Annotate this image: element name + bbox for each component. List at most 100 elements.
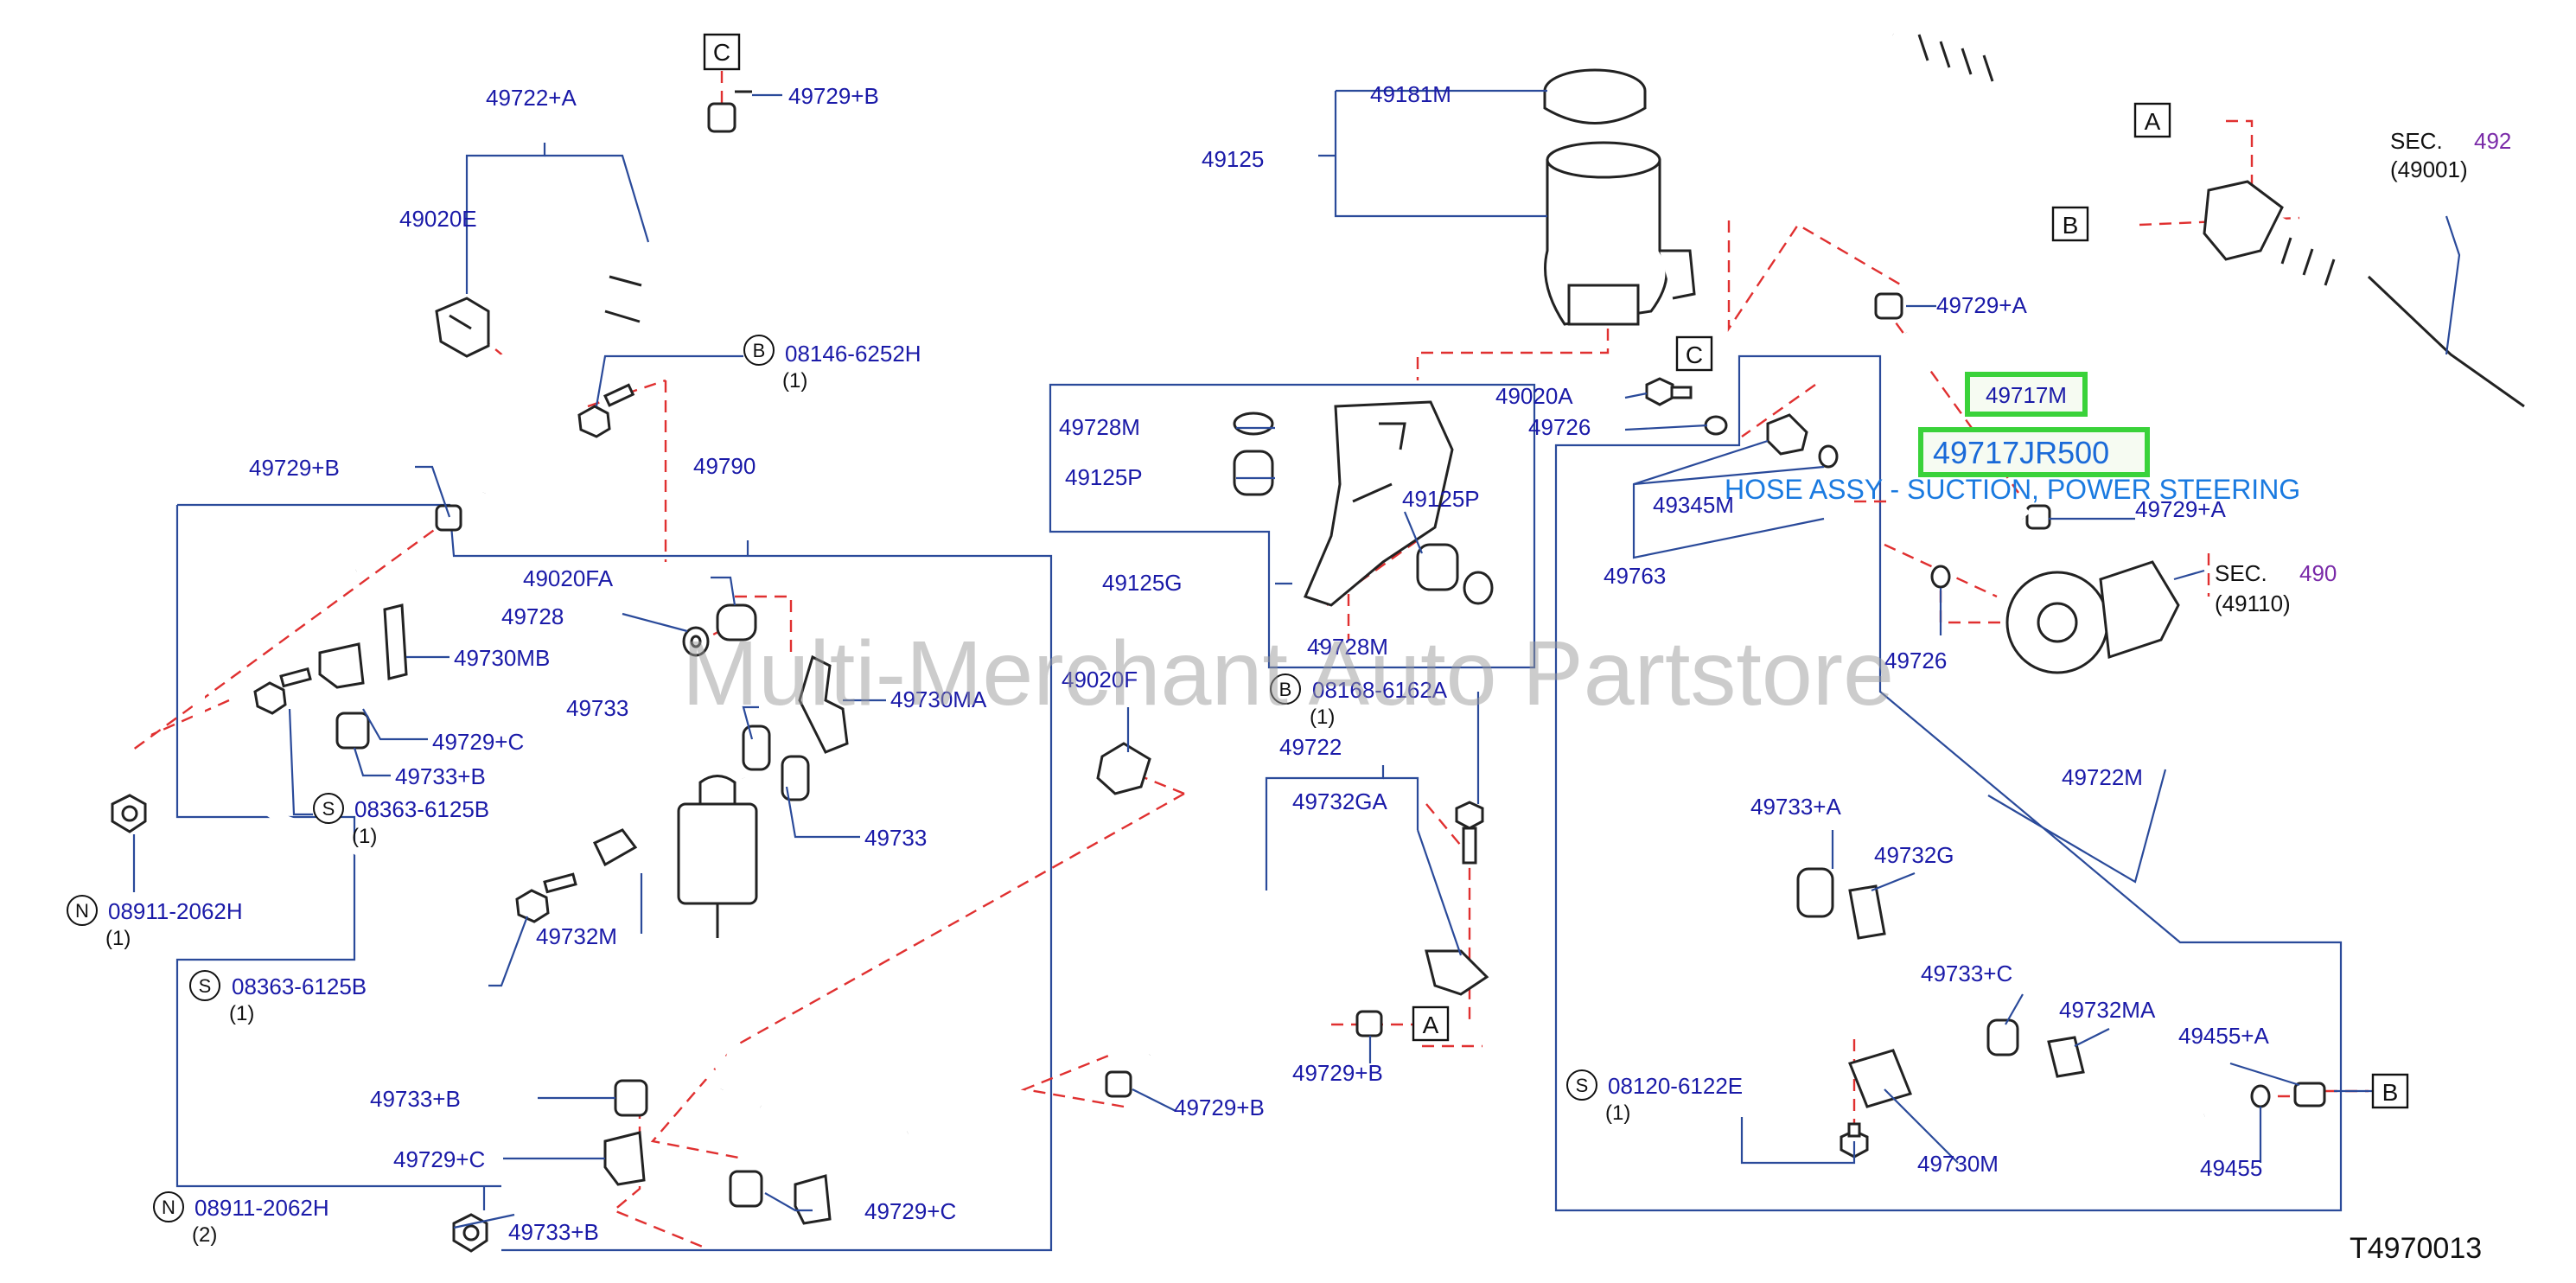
hose-49722a-drawing: [473, 125, 731, 495]
label-49730m[interactable]: 49730M: [1917, 1151, 1999, 1177]
label-49020f[interactable]: 49020F: [1062, 667, 1138, 693]
hose-49722-drawing: [1141, 852, 1434, 1063]
label-49730ma[interactable]: 49730MA: [890, 686, 987, 712]
label-49125[interactable]: 49125: [1202, 146, 1264, 172]
label-49790[interactable]: 49790: [693, 453, 756, 479]
label-49729b-mid[interactable]: 49729+B: [1292, 1060, 1383, 1086]
label-49726-b[interactable]: 49726: [1884, 648, 1947, 673]
label-49729c-b[interactable]: 49729+C: [393, 1146, 485, 1172]
sec-492-prefix: SEC.: [2390, 128, 2443, 154]
clip-49733b-b: [614, 1079, 648, 1117]
box-letter-c-mid: C: [1686, 341, 1703, 368]
pump-49110: [2005, 560, 2180, 674]
label-49733b-a[interactable]: 49733+B: [395, 763, 486, 789]
label-08363-6125b-a[interactable]: 08363-6125B: [354, 796, 489, 822]
diagram-code: T4970013: [2350, 1232, 2482, 1265]
grommet-49125p-b: [1416, 543, 1459, 591]
clamp-49729b-mid: [1355, 1010, 1383, 1037]
washer-49728m-b: [1463, 571, 1494, 605]
label-49125p-b[interactable]: 49125P: [1402, 486, 1480, 512]
washer-49728m-a: [1233, 412, 1274, 436]
label-49020e[interactable]: 49020E: [399, 206, 477, 232]
qty-08146-6252h: (1): [782, 369, 807, 393]
label-49733b-b[interactable]: 49733+B: [370, 1086, 461, 1112]
label-49733-b[interactable]: 49733: [864, 825, 927, 851]
bracket-49125g: [1303, 400, 1454, 607]
label-49722a[interactable]: 49722+A: [486, 85, 577, 111]
clamp-49732g: [1848, 884, 1886, 940]
highlighted-part: 49717M 49717JR500 HOSE ASSY - SUCTION, P…: [1725, 372, 2300, 505]
label-49722[interactable]: 49722: [1279, 734, 1342, 760]
label-49729c-a[interactable]: 49729+C: [432, 729, 524, 755]
label-49728m-b[interactable]: 49728M: [1307, 634, 1388, 660]
label-08120-6122e[interactable]: 08120-6122E: [1608, 1073, 1743, 1099]
sec-490-ref: (49110): [2215, 590, 2291, 616]
label-49455[interactable]: 49455: [2200, 1155, 2262, 1181]
sec-492-ref: (49001): [2390, 156, 2468, 182]
group-outlines: [175, 354, 2343, 1252]
label-08911-2062h-b[interactable]: 08911-2062H: [194, 1195, 329, 1221]
label-49729b-left[interactable]: 49729+B: [249, 455, 340, 481]
label-49729a-a[interactable]: 49729+A: [1936, 292, 2027, 318]
clip-49020f: [1096, 742, 1151, 795]
part-labels: 49722+A 49729+B 49020E 08146-6252H (1) 4…: [105, 81, 2269, 1247]
bolt-08168-6162a: [1455, 801, 1484, 865]
nut-08911-a: [111, 794, 147, 833]
label-49733a[interactable]: 49733+A: [1750, 794, 1841, 820]
box-letter-a-mid: A: [1423, 1012, 1439, 1038]
label-08168-6162a[interactable]: 08168-6162A: [1312, 677, 1448, 703]
clip-49729c-c: [794, 1174, 832, 1225]
label-49733b-c[interactable]: 49733+B: [508, 1219, 599, 1245]
qty-08120-6122e: (1): [1605, 1101, 1630, 1125]
label-49020fa[interactable]: 49020FA: [523, 565, 614, 591]
qty-08363-6125b-a: (1): [352, 825, 377, 848]
label-49181m[interactable]: 49181M: [1370, 81, 1451, 107]
grommet-49125p-a: [1233, 450, 1274, 496]
circle-letter-b2: B: [1279, 679, 1292, 700]
label-49732g[interactable]: 49732G: [1874, 842, 1954, 868]
label-49729b-low[interactable]: 49729+B: [1174, 1095, 1265, 1120]
label-49728[interactable]: 49728: [501, 603, 564, 629]
label-08146-6252h[interactable]: 08146-6252H: [785, 341, 921, 367]
label-49345m[interactable]: 49345M: [1653, 492, 1734, 518]
label-49729c-c[interactable]: 49729+C: [864, 1198, 956, 1224]
label-49726-a[interactable]: 49726: [1528, 414, 1591, 440]
label-49730mb[interactable]: 49730MB: [454, 645, 550, 671]
bracket-49730mb: [383, 603, 408, 680]
label-49733c[interactable]: 49733+C: [1921, 961, 2012, 986]
sec-492-number[interactable]: 492: [2474, 128, 2511, 154]
circle-letter-b1: B: [753, 340, 766, 361]
bolt-08363-b: [515, 872, 577, 923]
section-references: SEC. 492 (49001) SEC. 490 (49110): [2215, 128, 2511, 616]
label-49728m-a[interactable]: 49728M: [1059, 414, 1140, 440]
label-49733-a[interactable]: 49733: [566, 695, 628, 721]
circle-letters: B S N S N B S: [67, 335, 1597, 1222]
box-letter-b-rack: B: [2063, 212, 2079, 239]
sec-490-number[interactable]: 490: [2299, 560, 2337, 586]
qty-08168-6162a: (1): [1310, 705, 1335, 729]
label-49732ga[interactable]: 49732GA: [1292, 788, 1388, 814]
label-49729b-top[interactable]: 49729+B: [788, 83, 879, 109]
label-08363-6125b-b[interactable]: 08363-6125B: [232, 973, 367, 999]
label-49455a[interactable]: 49455+A: [2178, 1023, 2269, 1049]
label-49020a[interactable]: 49020A: [1495, 383, 1573, 409]
label-49732ma[interactable]: 49732MA: [2059, 997, 2156, 1023]
label-08911-2062h-a[interactable]: 08911-2062H: [108, 898, 243, 924]
label-49717m[interactable]: 49717M: [1986, 382, 2067, 408]
circle-letter-s2: S: [199, 975, 212, 997]
label-49732m[interactable]: 49732M: [536, 923, 617, 949]
label-49125g[interactable]: 49125G: [1102, 570, 1183, 596]
oring-49455: [2250, 1084, 2271, 1108]
reservoir-cap-49181m: [1543, 68, 1647, 124]
part-number-49717jr500[interactable]: 49717JR500: [1933, 435, 2109, 470]
label-49729a-b[interactable]: 49729+A: [2135, 496, 2226, 522]
clamp-49729b-top: [707, 90, 752, 133]
label-49722m[interactable]: 49722M: [2062, 764, 2143, 790]
label-49763[interactable]: 49763: [1604, 563, 1666, 589]
nut-49455a: [2293, 1082, 2326, 1107]
grommet-49020fa: [716, 603, 757, 642]
grommet-49733a: [1796, 867, 1834, 918]
label-49125p-a[interactable]: 49125P: [1065, 464, 1143, 490]
watermark: Multi-Merchant Auto Partstore: [682, 622, 1894, 724]
